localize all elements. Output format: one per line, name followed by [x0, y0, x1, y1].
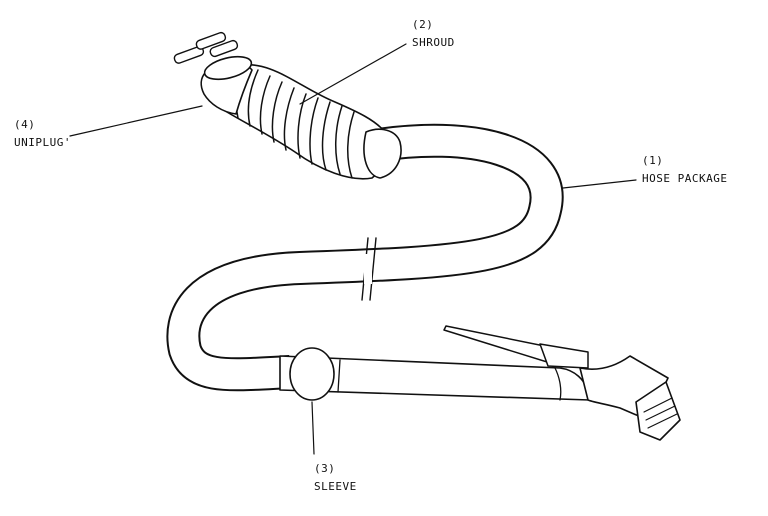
- label-hose-package-name: HOSE PACKAGE: [642, 172, 727, 185]
- handle-grip: [554, 367, 562, 401]
- uniplug-pins: [173, 31, 239, 64]
- label-sleeve-number: (3): [314, 462, 335, 475]
- label-hose-package: (1) HOSE PACKAGE: [642, 154, 727, 185]
- sleeve-ball: [289, 347, 335, 401]
- label-shroud-name: SHROUD: [412, 36, 455, 49]
- trigger-mount: [539, 343, 589, 369]
- leader-lines: [69, 43, 637, 455]
- label-sleeve: (3) SLEEVE: [314, 462, 357, 493]
- leader-sleeve: [311, 401, 315, 455]
- leader-shroud: [299, 43, 407, 105]
- label-uniplug-number: (4): [14, 118, 35, 131]
- hose-break-mark-2: [369, 237, 377, 301]
- leader-hose-package: [562, 179, 637, 189]
- label-shroud: (2) SHROUD: [412, 18, 455, 49]
- nozzle-fins: [643, 397, 678, 429]
- handle-seam: [337, 359, 341, 393]
- uniplug-pin-3: [209, 39, 239, 58]
- label-sleeve-name: SLEEVE: [314, 480, 357, 493]
- shroud-collar: [363, 128, 402, 179]
- label-shroud-number: (2): [412, 18, 433, 31]
- label-uniplug: (4) UNIPLUG': [14, 118, 71, 149]
- leader-uniplug: [69, 105, 203, 137]
- uniplug-pin-2: [195, 31, 227, 50]
- trigger: [443, 325, 589, 369]
- label-hose-package-number: (1): [642, 154, 663, 167]
- uniplug-pin-1: [173, 45, 205, 64]
- shroud: [213, 63, 402, 180]
- torch-head: [579, 355, 681, 441]
- uniplug: [173, 31, 253, 115]
- hose-package: [166, 123, 564, 392]
- hose-break-gap: [364, 254, 372, 284]
- torch-nozzle: [635, 381, 681, 441]
- uniplug-face: [203, 55, 253, 81]
- sleeve-part: [289, 347, 335, 401]
- shroud-ribs: [235, 65, 355, 179]
- label-uniplug-name: UNIPLUG': [14, 136, 71, 149]
